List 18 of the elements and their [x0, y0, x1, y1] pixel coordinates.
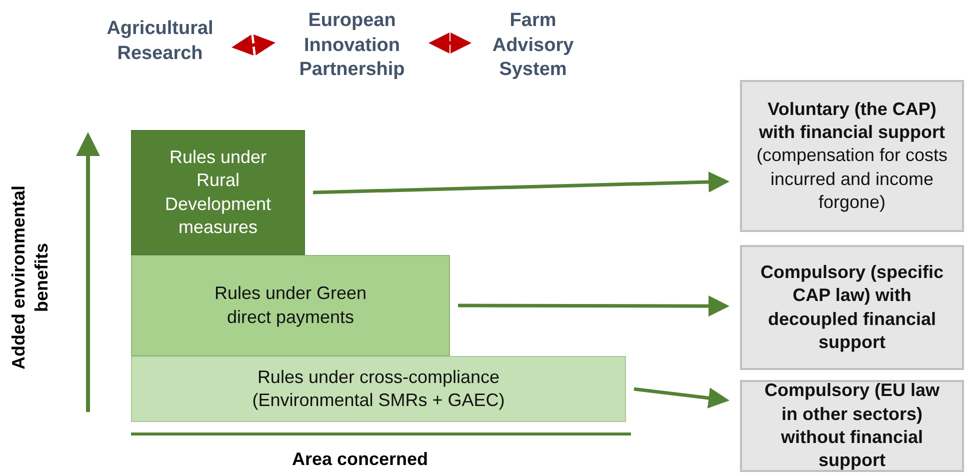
step-block: Rules under cross-compliance (Environmental SMRs + GAEC): [131, 356, 626, 422]
arrow: [312, 172, 730, 194]
axis-label: Area concerned: [290, 448, 430, 470]
text-label: Farm Advisory System: [478, 6, 588, 86]
outcome-box: [740, 80, 964, 232]
step-block: Rules under Green direct payments: [131, 255, 450, 356]
arrow: [232, 34, 276, 56]
outcome-box: Compulsory (EU law in other sectors) without financial support: [740, 380, 964, 472]
arrow: [428, 32, 472, 54]
text-label: Agricultural Research: [95, 10, 225, 74]
arrow: [458, 296, 730, 317]
step-block: Rules under Rural Development measures: [131, 130, 305, 255]
node-subtext: (compensation for costs incurred and income forgone): [755, 144, 949, 214]
arrow: [634, 387, 730, 408]
axis-label: Added environmental benefits: [8, 184, 52, 372]
outcome-box: Compulsory (specific CAP law) with decoupled financial support: [740, 245, 964, 370]
node-text: Voluntary (the CAP) with financial support: [758, 98, 946, 144]
text-label: European Innovation Partnership: [282, 6, 422, 86]
